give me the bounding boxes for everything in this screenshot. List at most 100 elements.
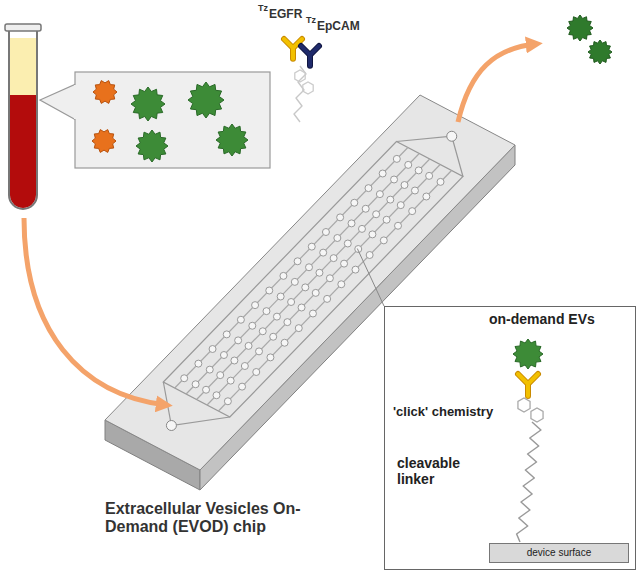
flow-arrow-in [24,218,166,405]
channel-chamber [239,383,246,390]
callout-pointer [40,84,76,120]
tube-glass [9,30,37,209]
zoom-leader [357,249,384,307]
channel-chamber [266,287,273,294]
channel-chamber [263,308,270,315]
extracellular-vesicle [136,130,168,162]
plasma [10,38,36,96]
channel-chamber [217,372,224,379]
channel-chamber [235,337,242,344]
outlet-funnel [396,136,463,176]
antibody-symbol [518,374,538,396]
channel-chamber [383,216,390,223]
channel-chamber [348,220,355,227]
channel-chamber [423,193,430,200]
channel-chamber [252,302,259,309]
channel-chamber [409,208,416,215]
flow-arrow-out [458,44,536,122]
surface-bar: device surface [489,543,629,563]
antibody-tag: Tz [306,15,316,25]
callout-joint [74,85,77,119]
channel-chamber [391,176,398,183]
extracellular-vesicle [567,15,593,41]
channel-chamber [437,178,444,185]
channel-chamber [302,284,309,291]
extracellular-vesicle [216,124,248,156]
channel-chamber [209,346,216,353]
channel-chamber [227,377,234,384]
channel-chamber [294,258,301,265]
extracellular-vesicle [513,339,543,369]
channel-chamber [351,199,358,206]
cleavable-linker-chain [517,422,541,542]
channel-chamber [337,214,344,221]
channel-chamber [379,170,386,177]
text-holder: device surface [490,544,628,562]
channel-chamber [352,266,359,273]
inset-label: 'click' chemistry [393,405,493,420]
channel-chamber [195,360,202,367]
channel-chamber [223,331,230,338]
channel-chamber [203,386,210,393]
channel-chamber [224,398,231,405]
channel-chamber [395,222,402,229]
extracellular-vesicle [131,87,165,121]
channel-line [207,165,440,406]
channel-chamber [397,202,404,209]
antibody-symbol [301,46,319,66]
channel-chamber [338,281,345,288]
channel-chamber [288,299,295,306]
antibody-outline [518,374,538,396]
tube-rim [5,24,41,31]
channel-chamber [426,172,433,179]
channel-chamber [373,211,380,218]
channel-chamber [249,322,256,329]
channel-chamber [192,381,199,388]
label-holder: Tz [306,15,316,25]
channel-chamber [206,366,213,373]
channel-chamber [277,293,284,300]
extracellular-vesicle [93,81,117,104]
channel-chamber [324,295,331,302]
surface-label: device surface [490,544,628,562]
channel-chamber [213,392,220,399]
antibody-name: EpCAM [317,20,360,34]
blood [10,95,36,208]
ring-symbol [303,82,313,94]
text-holder: cleavable linker [397,455,479,487]
extracellular-vesicle [188,82,224,118]
channel-chamber [273,313,280,320]
channel-line [197,159,430,400]
channel-chamber [405,161,412,168]
channel-chamber [308,243,315,250]
channel-chamber [322,229,329,236]
label-holder: EpCAM [317,20,360,34]
channel-chamber [291,278,298,285]
channel-chamber [237,316,244,323]
channel-line [218,171,451,412]
channel-chamber [326,275,333,282]
chip-title: Extracellular Vesicles On-Demand (EVOD) … [105,500,320,537]
ring-symbol [518,398,530,412]
channel-frame [163,142,463,418]
channel-chamber [295,325,302,332]
channel-chamber [259,328,266,335]
channel-chamber [330,255,337,262]
channel-chamber [309,310,316,317]
channel-chamber [280,272,287,279]
channel-chamber [181,375,188,382]
label-holder: EGFR [269,8,302,22]
channel-chamber [415,167,422,174]
antibody-tag: Tz [258,3,268,13]
channel-chamber [284,319,291,326]
extracellular-vesicle [588,40,612,64]
channel-chamber [256,348,263,355]
channel-line [175,148,408,389]
channel-chamber [267,354,274,361]
outlet-port [447,131,457,141]
channel-chamber [270,333,277,340]
channel-chamber [401,182,408,189]
